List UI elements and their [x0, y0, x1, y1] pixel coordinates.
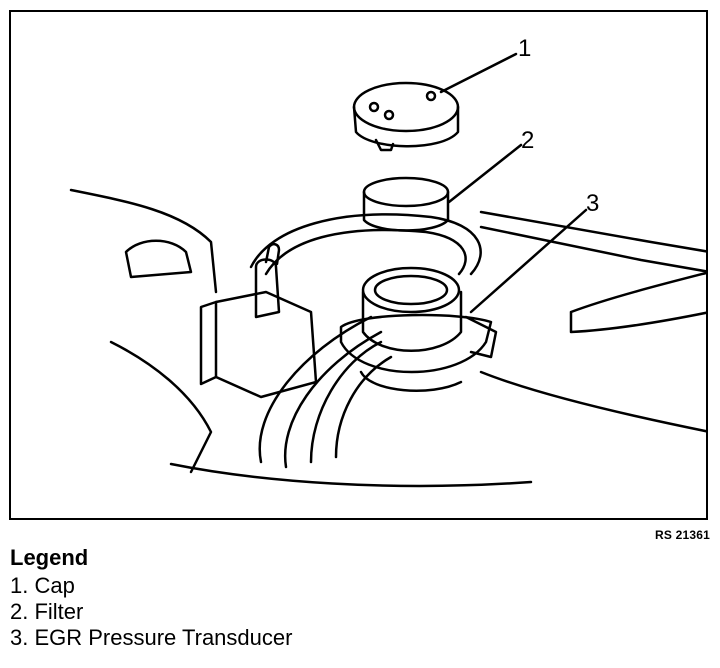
hose-mid-b: [334, 355, 393, 459]
figure-reference-code: RS 21361: [655, 528, 710, 542]
engine-outline-bracket: [124, 239, 193, 279]
transducer-foot: [359, 370, 463, 392]
engine-block-right: [569, 271, 706, 334]
leader-line-2: [447, 143, 523, 204]
cap-notch: [374, 138, 395, 152]
engine-base-line: [169, 462, 533, 488]
cap-body: [352, 105, 460, 148]
legend-item-cap: 1. Cap: [10, 573, 75, 598]
hose-left-a: [258, 315, 373, 464]
transducer-body: [361, 290, 463, 352]
diagram-frame: 1 2 3: [9, 10, 708, 520]
egr-transducer-illustration: 1 2 3: [69, 35, 706, 488]
engine-rail-right-2: [479, 225, 706, 273]
cap-hole-1: [368, 101, 380, 113]
transducer-bracket: [464, 315, 498, 359]
filter-body: [362, 190, 450, 232]
loop-hose: [249, 213, 482, 276]
legend-item-filter: 2. Filter: [10, 599, 84, 624]
legend: Legend 1. Cap 2. Filter 3. EGR Pressure …: [10, 545, 292, 651]
transducer-base: [339, 313, 493, 374]
callout-2: 2: [521, 127, 534, 154]
cap-hole-3: [425, 90, 437, 102]
mounting-bracket: [214, 290, 318, 399]
callout-3: 3: [586, 190, 599, 217]
leader-line-3: [469, 208, 588, 314]
engine-lower-right: [479, 370, 706, 433]
hose-left-b: [283, 330, 383, 469]
legend-title: Legend: [10, 545, 89, 570]
filter-top: [362, 176, 450, 208]
engine-lower-left: [109, 340, 213, 474]
engine-rail-right: [479, 210, 706, 253]
hose-mid-a: [309, 340, 383, 464]
solenoid: [254, 258, 281, 319]
legend-item-egr-pressure-transducer: 3. EGR Pressure Transducer: [10, 625, 293, 650]
mounting-bracket-side: [199, 300, 218, 386]
transducer-inner-ring: [373, 274, 449, 306]
transducer-top-ring: [361, 266, 461, 314]
cap-hole-2: [383, 109, 395, 121]
leader-line-1: [439, 52, 518, 94]
legend-list: 1. Cap 2. Filter 3. EGR Pressure Transdu…: [10, 573, 292, 651]
callout-1: 1: [518, 35, 531, 62]
engine-outline-left: [69, 188, 218, 294]
solenoid-top: [264, 242, 281, 266]
